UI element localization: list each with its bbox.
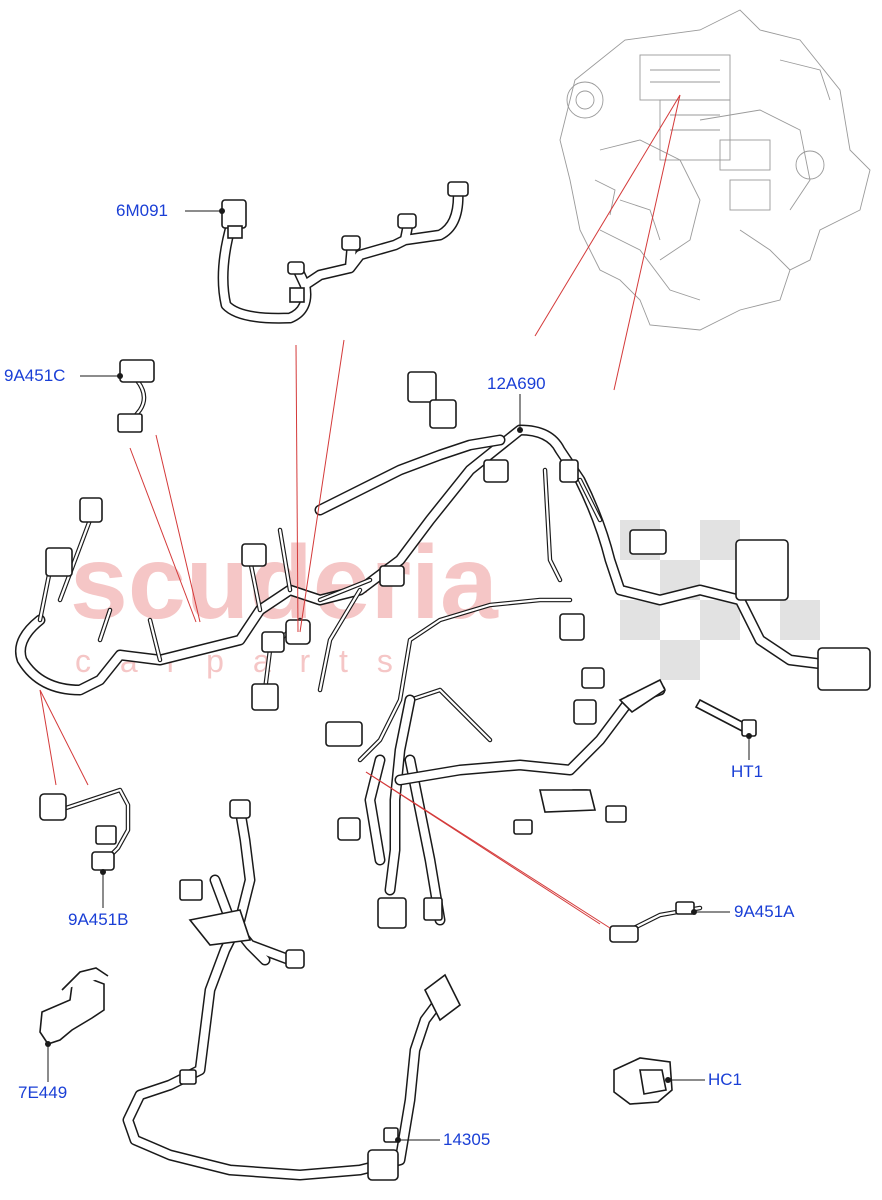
leader-dot: [395, 1137, 401, 1143]
red-leader: [365, 771, 601, 925]
label-9a451a[interactable]: 9A451A: [734, 902, 795, 921]
label-9a451c[interactable]: 9A451C: [4, 366, 66, 385]
red-leader: [534, 94, 681, 337]
label-ht1[interactable]: HT1: [731, 762, 764, 781]
label-7e449[interactable]: 7E449: [18, 1083, 68, 1102]
part-hc1-clip: [613, 1057, 673, 1105]
part-9a451b-sensor: [39, 787, 131, 871]
leader-dot: [117, 373, 123, 379]
label-hc1[interactable]: HC1: [708, 1070, 743, 1089]
part-ht1-bolt: [694, 698, 757, 737]
leader-dot: [517, 427, 523, 433]
red-leader: [129, 447, 197, 623]
label-12a690[interactable]: 12A690: [487, 374, 546, 393]
part-9a451a-sensor: [609, 901, 703, 943]
label-6m091[interactable]: 6M091: [116, 201, 168, 220]
part-14305-battery-cable: [122, 799, 462, 1181]
leader-dot: [665, 1077, 671, 1083]
part-6m091-injector-harness: [217, 181, 469, 324]
red-leader: [155, 434, 201, 623]
leader-dot: [100, 869, 106, 875]
leader-dot: [746, 733, 752, 739]
watermark: scuderia c a r p a r t s: [70, 520, 820, 680]
label-14305[interactable]: 14305: [443, 1130, 491, 1149]
leader-dot: [45, 1041, 51, 1047]
red-leader: [39, 689, 89, 786]
part-12a690-main-harness: [15, 371, 871, 929]
red-leader: [613, 94, 681, 391]
part-9a451c-sensor: [117, 359, 155, 433]
label-9a451b[interactable]: 9A451B: [68, 910, 129, 929]
part-7e449-bracket: [39, 967, 109, 1045]
red-leader: [39, 689, 57, 786]
leader-dot: [691, 909, 697, 915]
leader-dot: [219, 208, 225, 214]
red-leader: [299, 339, 345, 633]
leader-lines: [39, 94, 752, 1143]
red-leader: [295, 344, 299, 633]
engine-illustration: [559, 9, 871, 331]
